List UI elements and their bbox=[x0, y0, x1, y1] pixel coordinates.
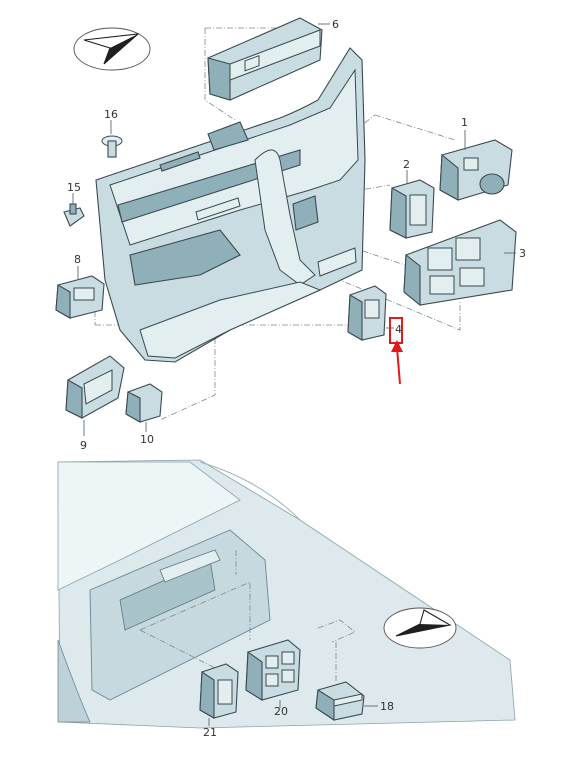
part-16-rivet bbox=[101, 135, 123, 158]
part-4-switch bbox=[347, 285, 387, 341]
part-9-handle-bezel bbox=[65, 355, 125, 419]
callout-4: 4 bbox=[395, 323, 402, 336]
callout-6: 6 bbox=[332, 18, 339, 31]
compass-arrow-icon bbox=[73, 27, 151, 71]
callout-10: 10 bbox=[140, 433, 154, 446]
callout-20: 20 bbox=[274, 705, 288, 718]
callout-3: 3 bbox=[519, 247, 526, 260]
door-trim-panel bbox=[95, 47, 366, 363]
highlight-marker bbox=[389, 317, 403, 385]
callout-15: 15 bbox=[67, 181, 81, 194]
callout-16: 16 bbox=[104, 108, 118, 121]
compass-arrow-icon bbox=[383, 607, 457, 649]
callout-2: 2 bbox=[403, 158, 410, 171]
part-10-switch bbox=[125, 383, 163, 423]
callout-9: 9 bbox=[80, 439, 87, 452]
part-18-switch bbox=[315, 681, 365, 722]
part-21-switch bbox=[199, 663, 239, 719]
dashed-leader-lines-bottom bbox=[139, 550, 356, 682]
part-20-switch bbox=[245, 639, 301, 701]
callout-8: 8 bbox=[74, 253, 81, 266]
callout-18: 18 bbox=[380, 700, 394, 713]
interior-view bbox=[57, 459, 516, 729]
part-1-mirror-switch bbox=[439, 139, 513, 201]
part-2-window-switch bbox=[389, 179, 435, 239]
part-3-master-switch bbox=[403, 219, 517, 307]
part-6-switch-strip bbox=[207, 17, 323, 101]
part-8-switch bbox=[55, 275, 105, 319]
callout-1: 1 bbox=[461, 116, 468, 129]
callout-21: 21 bbox=[203, 726, 217, 739]
part-15-clip bbox=[63, 203, 85, 227]
